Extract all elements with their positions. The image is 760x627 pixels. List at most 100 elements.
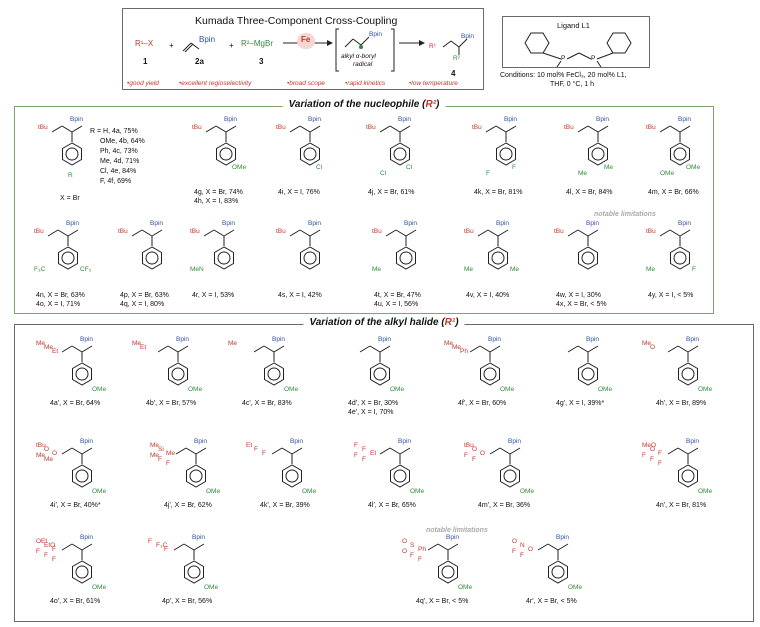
reagent-2-label: 2a — [195, 57, 204, 66]
mol-s2r2-5-sub-3: F — [642, 452, 646, 459]
mol-s2r2-5-ome: OMe — [698, 488, 713, 495]
mol-s1r1-2-sub-0: Cl — [406, 164, 413, 171]
radical-label-line1: alkyl α-boryl — [341, 53, 376, 60]
mol-s2r3-3-sub-4: F — [520, 552, 524, 559]
mol-s2r1-2-structure — [253, 345, 285, 386]
mol-s2r3-2-bpin: Bpin — [446, 534, 460, 541]
mol-s1r1-3-sub-1: F — [486, 170, 490, 177]
mol-s1r2-7-sub-1: F — [692, 266, 696, 273]
mol-s1r2-1-label2: 4q, X = I, 80% — [120, 301, 165, 308]
mol-s2r1-2-sub-0: Me — [228, 340, 238, 347]
mol-s2r3-2-sub-1: S — [410, 542, 415, 549]
mol-s1r1-3-tbu: tBu — [472, 124, 482, 131]
mol-s2r2-1-ome: OMe — [206, 488, 221, 495]
mol-s1r2-0-label1: 4n, X = Br, 63% — [36, 292, 85, 299]
radical-label-line2: radical — [353, 61, 373, 68]
mol-s2r1-6-sub-0: Me — [642, 340, 652, 347]
mol-s2r2-0-ome: OMe — [92, 488, 107, 495]
mol-s2r2-1-sub-5: F — [166, 460, 170, 467]
mol-s1r2-5-sub-0: Me — [464, 266, 474, 273]
product-r1: R¹ — [429, 43, 436, 50]
mol-s2r2-1-bpin: Bpin — [194, 438, 208, 445]
mol-s1r2-4-tbu: tBu — [372, 228, 382, 235]
mol-s1r2-0-bpin: Bpin — [66, 220, 80, 227]
mol-s2r2-0-sub-1: O — [44, 446, 50, 453]
mol-s2r3-2-ome: OMe — [458, 584, 473, 591]
mol-s2r3-1-sub-2: F — [164, 546, 168, 553]
mol-s2r3-1-sub-0: F — [148, 538, 152, 545]
mol-s2r1-0-label1: 4a', X = Br, 64% — [50, 400, 101, 407]
mol-s2r1-5-bpin: Bpin — [586, 336, 600, 343]
mol-4a-tbu: tBu — [38, 124, 48, 131]
mol-s1r2-4-label2: 4u, X = I, 56% — [374, 301, 419, 308]
mol-s2r2-1-sub-3: Me — [150, 452, 160, 459]
mol-s1r2-6-structure — [567, 229, 599, 270]
mol-s2r3-3-sub-1: N — [520, 542, 525, 549]
mol-s2r2-3-bpin: Bpin — [398, 438, 412, 445]
alkyl-title-end: ) — [455, 317, 459, 328]
mol-s2r1-5-ome: OMe — [598, 386, 613, 393]
mol-s2r3-3-ome: OMe — [568, 584, 583, 591]
mol-s2r2-0-sub-4: Me — [44, 456, 54, 463]
mol-s2r1-5-label1: 4g', X = I, 39%* — [556, 400, 605, 407]
mol-s2r1-2-ome: OMe — [284, 386, 299, 393]
mol-s2r1-4-bpin: Bpin — [488, 336, 502, 343]
alkyl-halide-section: Variation of the alkyl halide (R¹) — [14, 317, 754, 622]
mol-s1r1-3-sub-0: F — [512, 164, 516, 171]
mol-s2r2-1-sub-2: Me — [166, 450, 176, 457]
mol-s2r1-3-ome: OMe — [390, 386, 405, 393]
mol-s2r2-0-label1: 4i', X = Br, 40%* — [50, 502, 101, 509]
mol-s2r2-3-sub-1: F — [362, 446, 366, 453]
first-list-item-5: F, 4f, 69% — [100, 178, 132, 185]
product-bpin: Bpin — [461, 33, 475, 40]
mol-s2r1-0-ome: OMe — [92, 386, 107, 393]
first-x: X = Br — [60, 195, 80, 202]
mol-s2r3-1-label1: 4p', X = Br, 56% — [162, 598, 213, 605]
mol-s2r2-4-label1: 4m', X = Br, 36% — [478, 502, 531, 509]
notable-limitations-1: notable limitations — [594, 211, 656, 218]
mol-s1r2-7-structure — [659, 229, 691, 270]
mol-s1r1-4-tbu: tBu — [564, 124, 574, 131]
mol-s1r2-7-tbu: tBu — [646, 228, 656, 235]
product-r2: R² — [453, 55, 460, 62]
conditions-line2: THF, 0 °C, 1 h — [550, 81, 595, 88]
mol-s2r3-1-ome: OMe — [204, 584, 219, 591]
mol-s1r1-0-label1: 4g, X = Br, 74% — [194, 189, 243, 196]
mol-s2r1-4-label1: 4f', X = Br, 60% — [458, 400, 507, 407]
feature-broad-scope: •broad scope — [287, 80, 326, 87]
mol-s2r1-3-bpin: Bpin — [378, 336, 392, 343]
mol-s2r3-0-structure — [61, 543, 93, 584]
mol-s2r3-2-sub-3: O — [402, 548, 408, 555]
mol-s2r2-4-sub-0: tBu — [464, 442, 474, 449]
mol-s1r2-0-sub-1: CF₃ — [80, 266, 92, 273]
ligand-box: Ligand L1 P P — [502, 16, 650, 68]
mol-s2r2-4-structure — [489, 447, 521, 488]
mol-s2r2-3-label1: 4l', X = Br, 65% — [368, 502, 416, 509]
mol-s2r2-1-sub-4: F — [158, 456, 162, 463]
mol-s1r1-3-label1: 4k, X = Br, 81% — [474, 189, 523, 196]
mol-s2r1-6-structure — [667, 345, 699, 386]
mol-s1r1-3-structure — [485, 125, 517, 166]
mol-s1r1-5-bpin: Bpin — [678, 116, 692, 123]
mol-s2r2-5-sub-5: F — [658, 460, 662, 467]
first-list-item-3: Me, 4d, 71% — [100, 158, 140, 165]
mol-s1r2-1-structure — [131, 229, 163, 270]
mol-s2r1-0-bpin: Bpin — [80, 336, 94, 343]
mol-s2r2-3-sub-2: Et — [370, 450, 377, 457]
reagent-3-label: 3 — [259, 57, 264, 66]
mol-s2r2-4-bpin: Bpin — [508, 438, 522, 445]
radical-intermediate-bracket — [335, 28, 395, 72]
mol-s1r2-5-sub-1: Me — [510, 266, 520, 273]
mol-s2r2-0-structure — [61, 447, 93, 488]
mol-s1r2-7-bpin: Bpin — [678, 220, 692, 227]
mol-s2r2-4-sub-3: F — [464, 452, 468, 459]
mol-s1r2-7-sub-0: Me — [646, 266, 656, 273]
reagent-1-label: 1 — [143, 57, 148, 66]
mol-s2r1-0-sub-2: Et — [52, 348, 59, 355]
mol-s1r1-2-label1: 4j, X = Br, 61% — [368, 189, 415, 196]
mol-s2r1-3-structure — [359, 345, 391, 386]
mol-s1r2-3-tbu: tBu — [276, 228, 286, 235]
mol-s1r2-0-structure — [47, 229, 79, 270]
scheme-header-box: Kumada Three-Component Cross-Coupling R¹… — [122, 8, 484, 90]
mol-s2r3-2-label1: 4q', X = Br, < 5% — [416, 598, 469, 605]
